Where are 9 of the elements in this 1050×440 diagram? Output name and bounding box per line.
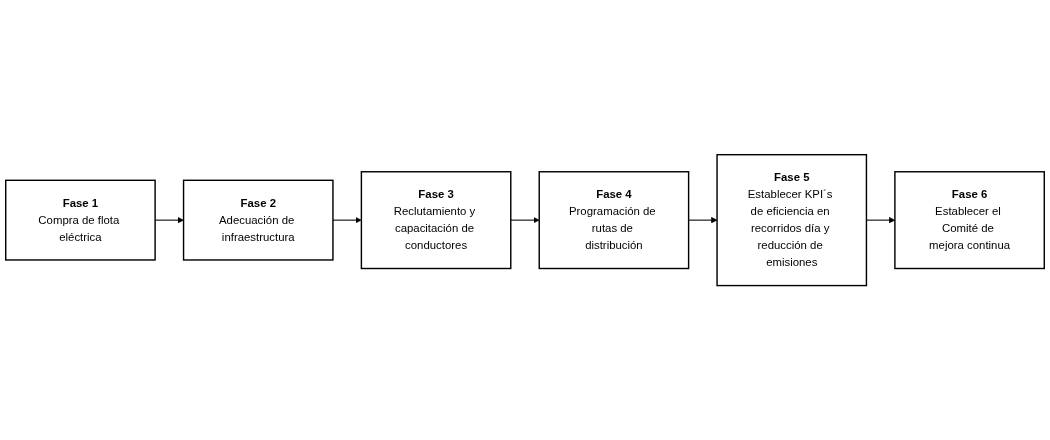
node-box: Fase 5 Establecer KPI´s de eficiencia en recorridos día y reducción de emisiones (716, 153, 868, 287)
node-box: Fase 1 Compra de flota eléctrica (5, 179, 156, 261)
node-box: Fase 6 Establecer el Comité de mejora continua (894, 170, 1045, 270)
node-box: Fase 3 Reclutamiento y capacitación de conductores (360, 170, 512, 270)
node-box: Fase 4 Programación de rutas de distribución (538, 170, 690, 270)
arrow (332, 216, 362, 224)
node-box: Fase 2 Adecuación de infraestructura (182, 179, 334, 261)
arrow (510, 216, 540, 224)
arrow (688, 216, 718, 224)
